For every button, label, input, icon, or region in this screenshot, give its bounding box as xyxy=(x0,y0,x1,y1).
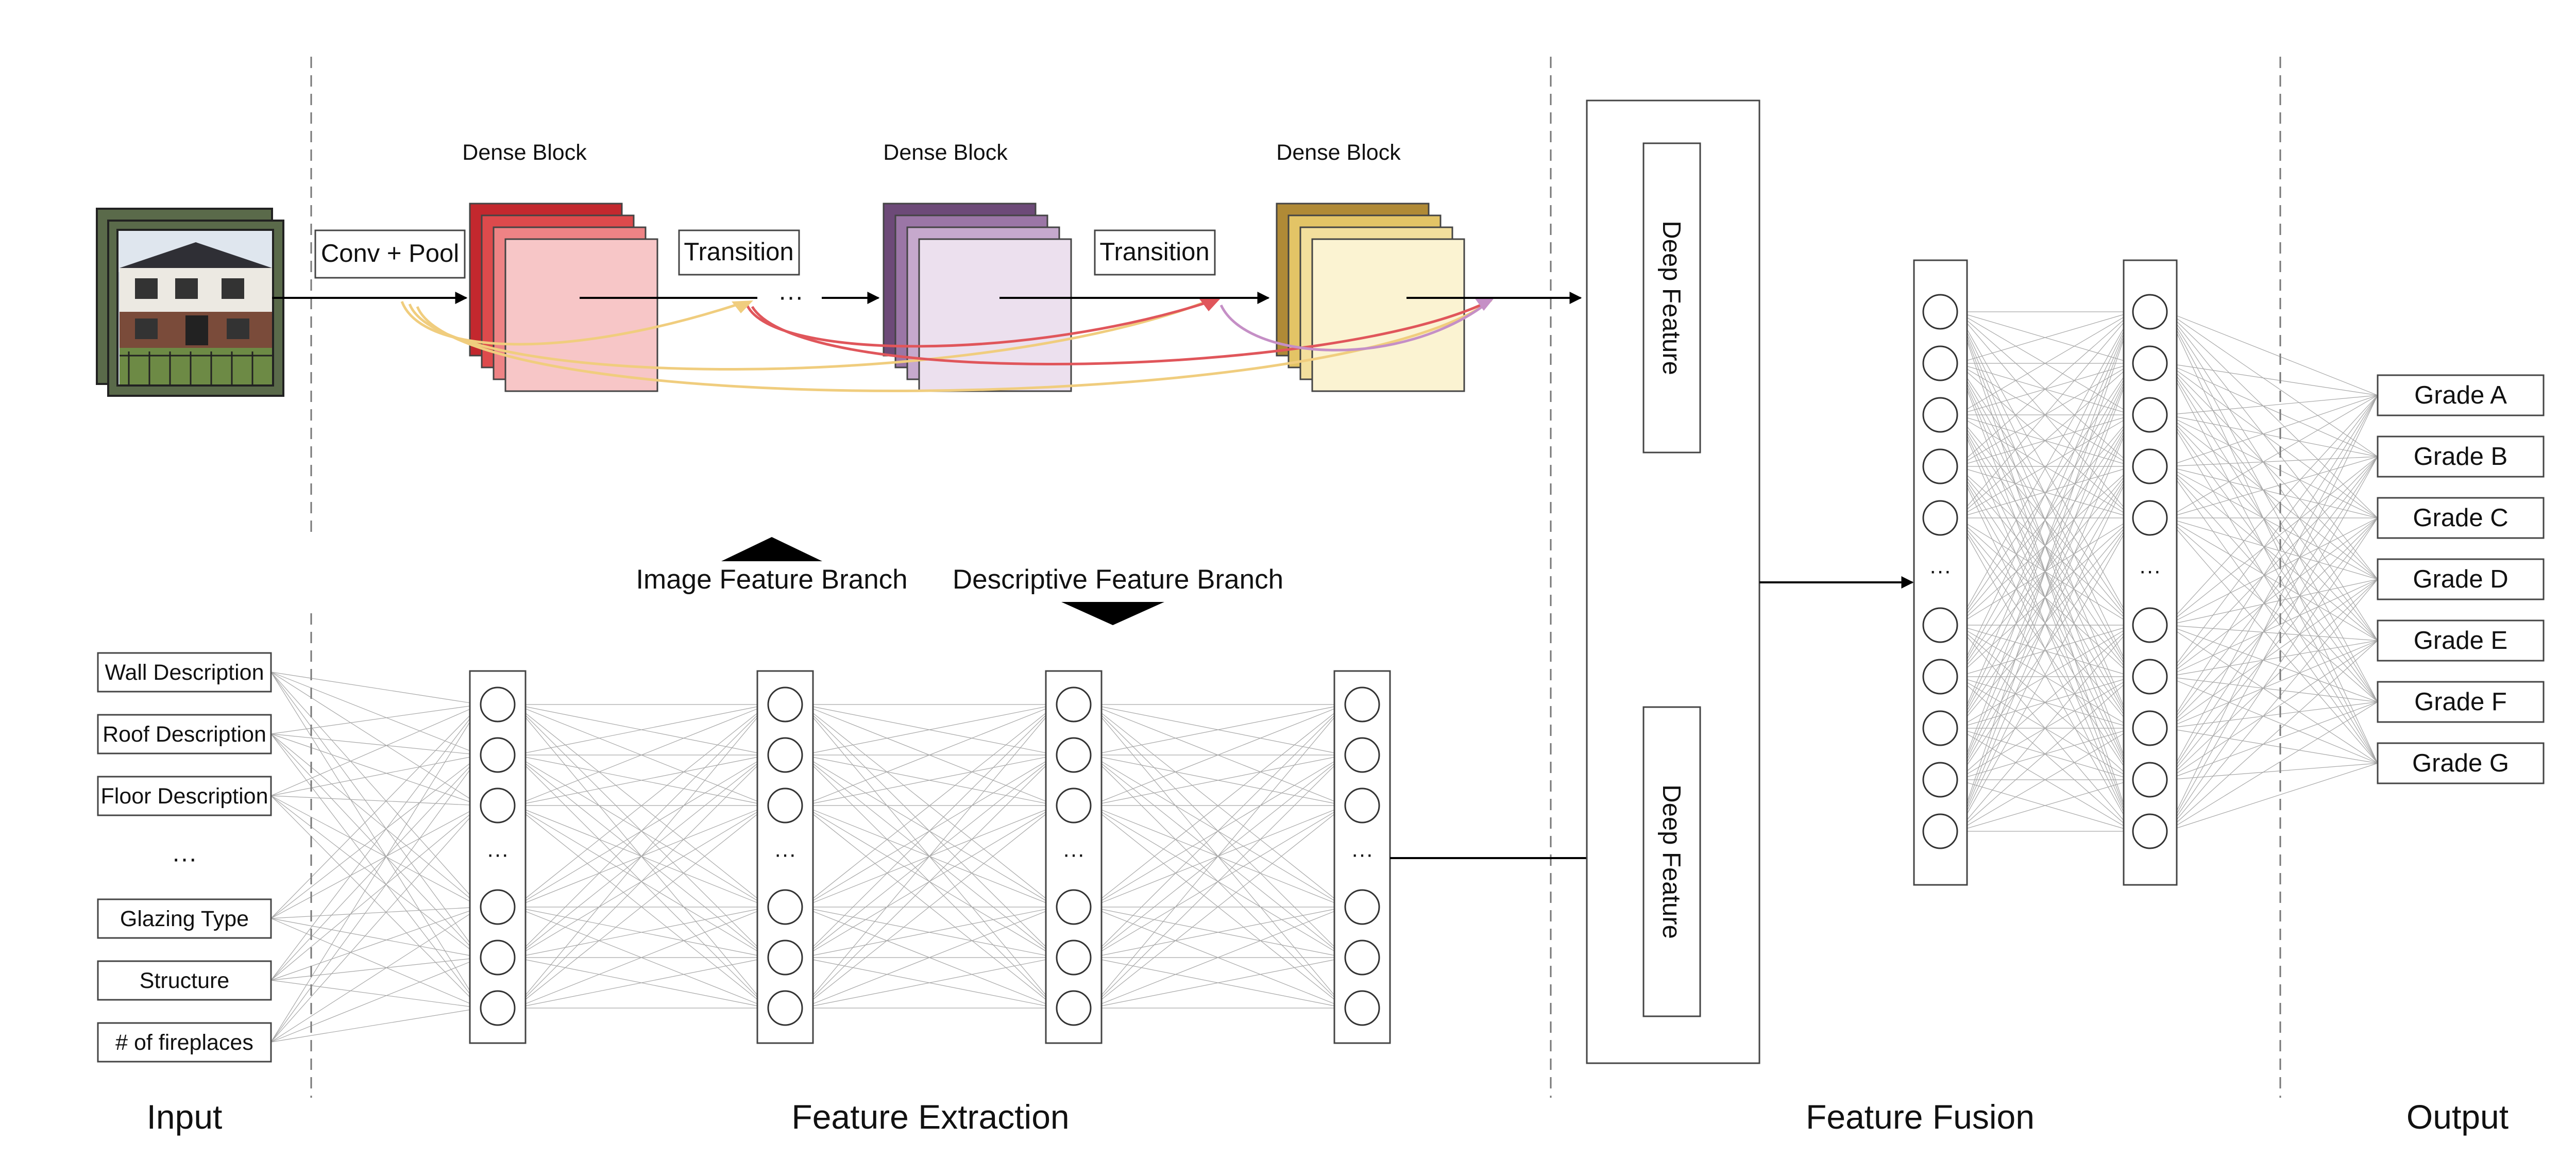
input-feature-glazing: Glazing Type xyxy=(97,898,272,939)
house-image-stack xyxy=(96,208,284,397)
section-feature-fusion-label: Feature Fusion xyxy=(1806,1098,2035,1136)
output-grade-c: Grade C xyxy=(2377,497,2545,539)
output-grades: Grade A Grade B Grade C Grade D Grade E … xyxy=(2377,374,2545,784)
input-feature-wall: Wall Description xyxy=(97,652,272,693)
input-features: Wall Description Roof Description Floor … xyxy=(97,652,272,1063)
conv-pool-block: Conv + Pool xyxy=(314,229,466,279)
dense-block-2-label: Dense Block xyxy=(883,140,1008,165)
image-branch-label: Image Feature Branch xyxy=(636,564,907,595)
deep-feature-box-2 xyxy=(1642,706,1701,1017)
svg-text:Floor Description: Floor Description xyxy=(101,784,268,809)
descriptive-layer-1: ··· xyxy=(469,670,527,1044)
output-grade-f: Grade F xyxy=(2377,681,2545,723)
svg-text:Grade E: Grade E xyxy=(2414,627,2507,655)
output-grade-a: Grade A xyxy=(2377,374,2545,416)
skip-arrowheads xyxy=(732,297,1495,313)
svg-text:Grade C: Grade C xyxy=(2413,504,2508,532)
house-photo xyxy=(116,229,274,387)
descriptive-layer-2: ··· xyxy=(756,670,814,1044)
svg-text:# of fireplaces: # of fireplaces xyxy=(115,1030,253,1055)
deep-feature-label-1: Deep Feature xyxy=(1657,221,1685,375)
output-grade-g: Grade G xyxy=(2377,742,2545,784)
svg-text:Roof Description: Roof Description xyxy=(103,722,266,747)
descriptive-branch-label: Descriptive Feature Branch xyxy=(953,564,1283,595)
transition-2-block: Transition xyxy=(1094,229,1216,276)
section-feature-extraction-label: Feature Extraction xyxy=(791,1098,1069,1136)
section-input-label: Input xyxy=(147,1098,223,1136)
conv-pool-label: Conv + Pool xyxy=(321,240,459,267)
svg-text:···: ··· xyxy=(774,842,796,867)
transition-2-label: Transition xyxy=(1099,238,1209,266)
dense-block-3-label: Dense Block xyxy=(1276,140,1401,165)
fusion-container: Deep Feature Deep Feature xyxy=(1586,99,1760,1064)
descriptive-network-edges xyxy=(270,672,1346,1043)
section-output-label: Output xyxy=(2406,1098,2509,1136)
dense-block-1-label: Dense Block xyxy=(462,140,587,165)
descriptive-layer-3: ··· xyxy=(1045,670,1103,1044)
output-grade-b: Grade B xyxy=(2377,435,2545,478)
svg-text:Grade A: Grade A xyxy=(2414,381,2507,409)
fusion-network-edges xyxy=(1957,311,2378,832)
transition-1-block: Transition xyxy=(678,229,800,276)
descriptive-layer-4: ··· xyxy=(1333,670,1391,1044)
dense-ellipsis: ··· xyxy=(778,283,804,311)
output-grade-e: Grade E xyxy=(2377,619,2545,662)
svg-text:···: ··· xyxy=(1063,842,1085,867)
skip-connections xyxy=(400,298,1493,392)
input-feature-fireplaces: # of fireplaces xyxy=(97,1022,272,1063)
svg-text:···: ··· xyxy=(1351,842,1374,867)
fusion-layer-1: ··· xyxy=(1913,259,1968,886)
svg-text:Glazing Type: Glazing Type xyxy=(120,907,249,931)
svg-text:Grade G: Grade G xyxy=(2412,749,2509,777)
input-feature-floor: Floor Description xyxy=(97,776,272,816)
output-grade-d: Grade D xyxy=(2377,558,2545,600)
svg-text:Wall Description: Wall Description xyxy=(105,660,264,685)
deep-feature-label-2: Deep Feature xyxy=(1657,784,1685,939)
svg-text:Grade B: Grade B xyxy=(2414,443,2507,471)
svg-text:···: ··· xyxy=(487,842,509,867)
deep-feature-box-1 xyxy=(1642,142,1701,454)
transition-1-label: Transition xyxy=(684,238,793,266)
svg-text:Grade F: Grade F xyxy=(2414,688,2507,716)
image-branch-triangle xyxy=(721,537,822,561)
input-feature-roof: Roof Description xyxy=(97,714,272,754)
input-ellipsis: ··· xyxy=(172,845,197,873)
svg-text:Structure: Structure xyxy=(140,968,229,993)
svg-text:Grade D: Grade D xyxy=(2413,565,2508,593)
section-dividers xyxy=(310,57,2281,1098)
input-feature-structure: Structure xyxy=(97,960,272,1001)
svg-text:···: ··· xyxy=(1929,559,1952,583)
svg-text:···: ··· xyxy=(2139,559,2161,583)
dense-block-3 xyxy=(1276,203,1465,392)
descriptive-branch-triangle xyxy=(1061,602,1164,625)
fusion-layer-2: ··· xyxy=(2123,259,2178,886)
